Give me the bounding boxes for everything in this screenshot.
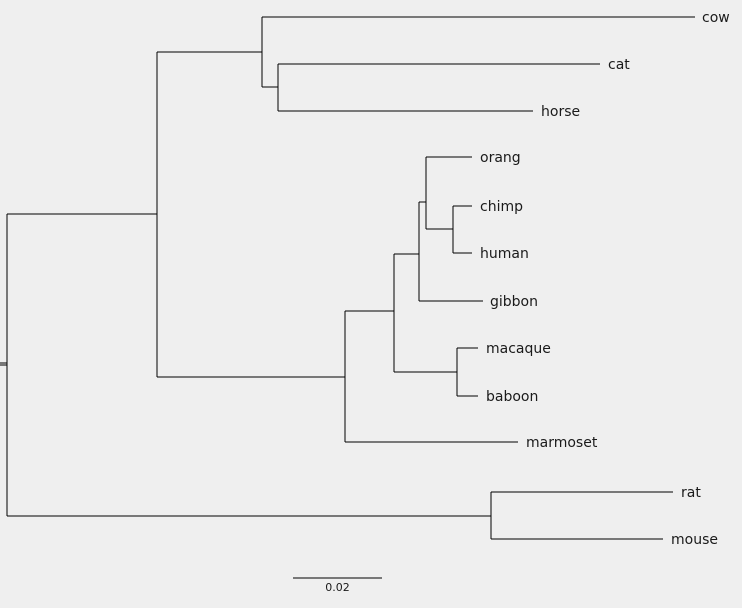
tip-label-orang: orang — [480, 150, 521, 166]
tip-label-human: human — [480, 246, 529, 262]
tip-label-marmoset: marmoset — [526, 435, 598, 451]
tip-labels: cow cat horse orang chimp human gibbon macaque b… — [480, 10, 730, 548]
scale-bar: 0.02 — [293, 577, 382, 594]
scale-bar-label: 0.02 — [325, 581, 350, 594]
tip-label-cow: cow — [702, 10, 730, 26]
tip-label-chimp: chimp — [480, 199, 523, 215]
tip-label-gibbon: gibbon — [490, 294, 538, 310]
tip-label-baboon: baboon — [486, 389, 538, 405]
tip-label-cat: cat — [608, 57, 630, 73]
tree-branches — [0, 16, 695, 540]
tip-label-mouse: mouse — [671, 532, 718, 548]
tip-label-horse: horse — [541, 104, 580, 120]
tip-label-rat: rat — [681, 485, 701, 501]
tip-label-macaque: macaque — [486, 341, 551, 357]
